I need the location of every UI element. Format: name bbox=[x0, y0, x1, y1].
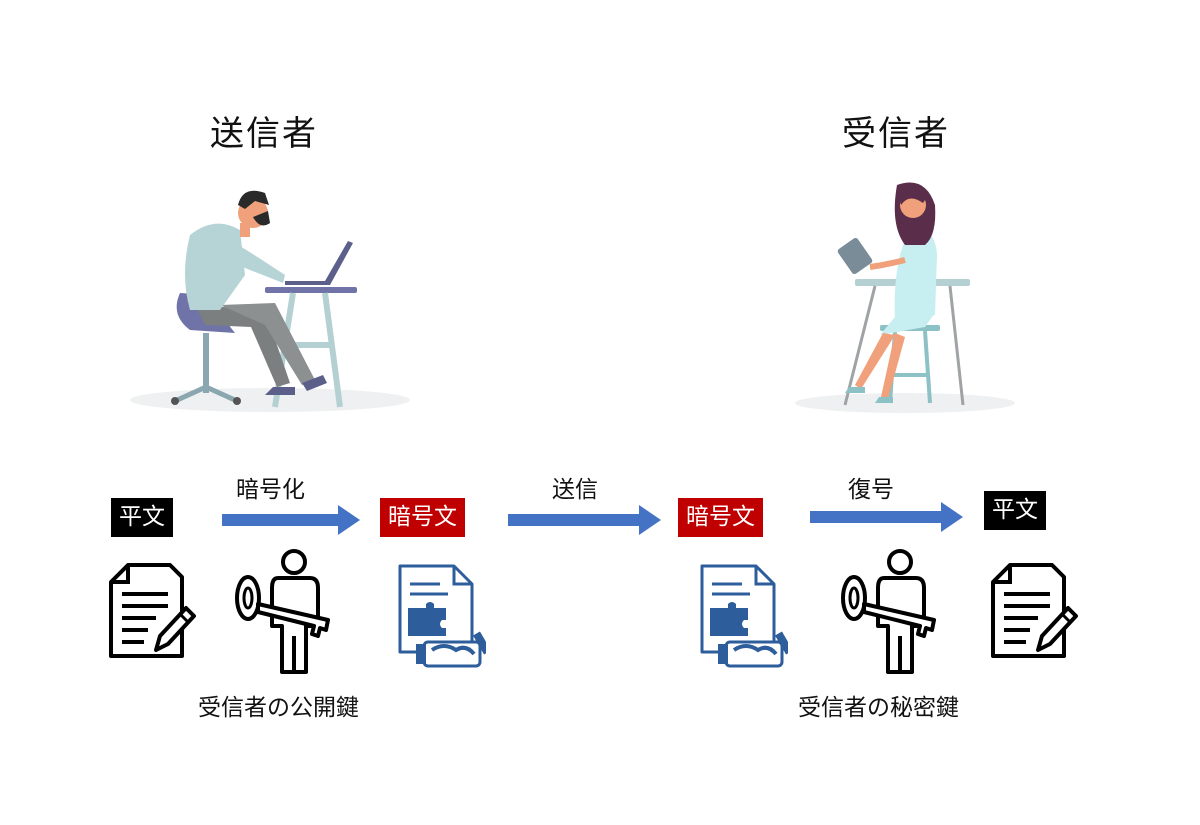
receiver-heading: 受信者 bbox=[842, 114, 950, 154]
ciphertext-left-tag: 暗号文 bbox=[380, 498, 465, 537]
private-key-caption: 受信者の秘密鍵 bbox=[798, 695, 959, 721]
ciphertext-document-icon bbox=[398, 564, 486, 668]
encrypt-label: 暗号化 bbox=[236, 477, 305, 503]
public-key-person-icon bbox=[235, 549, 330, 674]
encrypt-arrow bbox=[222, 505, 360, 535]
public-key-caption: 受信者の公開鍵 bbox=[198, 695, 359, 721]
decrypt-arrow bbox=[810, 502, 963, 532]
plaintext-left-tag: 平文 bbox=[111, 498, 173, 537]
ciphertext-document-icon-right bbox=[700, 564, 788, 668]
plaintext-document-icon-right bbox=[991, 563, 1078, 658]
sender-heading: 送信者 bbox=[210, 114, 318, 154]
receiver-illustration bbox=[795, 182, 1015, 413]
sender-illustration bbox=[130, 190, 410, 412]
plaintext-right-tag: 平文 bbox=[984, 491, 1046, 530]
decrypt-label: 復号 bbox=[848, 477, 894, 503]
plaintext-document-icon bbox=[109, 563, 196, 658]
send-label: 送信 bbox=[552, 477, 598, 503]
private-key-person-icon bbox=[841, 549, 936, 674]
send-arrow bbox=[508, 505, 661, 535]
ciphertext-right-tag: 暗号文 bbox=[678, 498, 763, 537]
